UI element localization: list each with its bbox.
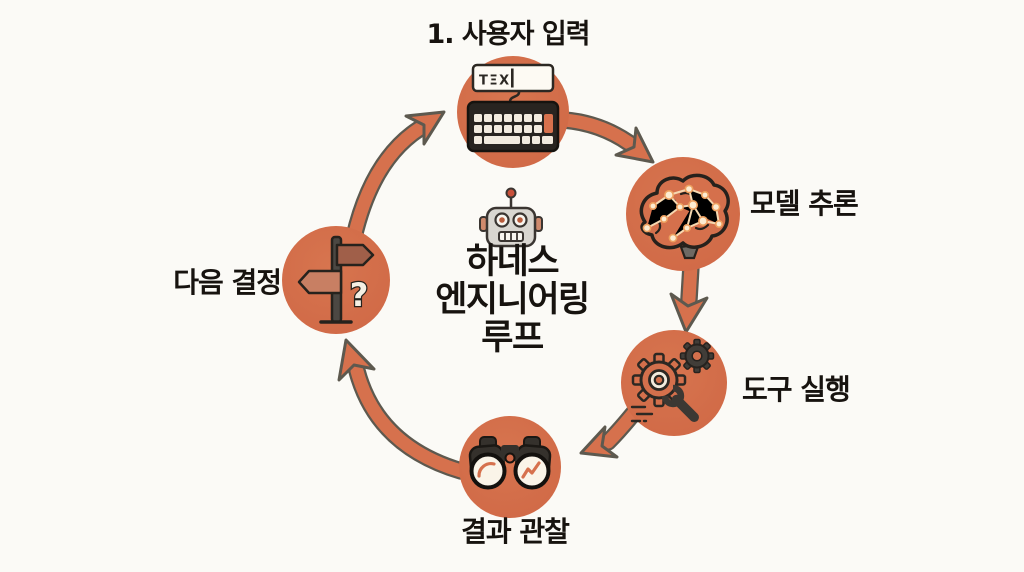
neural-nodes <box>642 184 723 243</box>
arrow-observation-to-decision <box>337 338 470 480</box>
enter-key <box>544 114 553 133</box>
label-next-decision: 다음 결정 <box>173 266 282 299</box>
arrow-decision-to-input <box>345 110 446 246</box>
code-dashes <box>630 405 654 423</box>
robot-icon <box>479 187 543 248</box>
focus-knob <box>504 452 516 464</box>
large-gear <box>631 352 687 408</box>
label-user-input: 1. 사용자 입력 <box>426 19 590 50</box>
signpost-icon: ? <box>297 235 375 324</box>
diagram-title: 하네스 엔지니어링 루프 <box>351 243 673 357</box>
node-next-decision: ? <box>282 226 390 334</box>
label-observe-results: 결과 관찰 <box>461 515 570 548</box>
arrow-input-to-inference <box>555 111 655 164</box>
label-tool-execution: 도구 실행 <box>742 373 851 406</box>
title-line-1: 하네스 <box>465 242 560 282</box>
node-user-input: TΞX <box>457 56 569 168</box>
wrench <box>661 384 699 422</box>
typed-text: TΞX <box>479 74 511 89</box>
question-mark: ? <box>350 276 369 314</box>
trend-line <box>521 461 541 479</box>
node-tool-execution <box>621 330 727 436</box>
text-cursor <box>511 68 514 88</box>
title-line-2: 엔지니어링 <box>435 280 590 320</box>
label-model-inference: 모델 추론 <box>750 187 859 220</box>
title-line-3: 루프 <box>481 318 544 358</box>
keyboard-icon: TΞX <box>466 63 560 153</box>
small-gear <box>679 338 715 374</box>
sign-right <box>335 243 375 267</box>
sign-left <box>297 269 343 295</box>
arrow-inference-to-execution <box>669 257 709 334</box>
node-model-inference <box>626 157 740 271</box>
binoculars-icon <box>468 436 552 490</box>
node-observe-results <box>459 416 561 518</box>
brain-icon <box>639 173 730 260</box>
neural-links <box>646 187 720 239</box>
left-lens <box>469 452 507 490</box>
gears-wrench-icon <box>630 338 715 423</box>
